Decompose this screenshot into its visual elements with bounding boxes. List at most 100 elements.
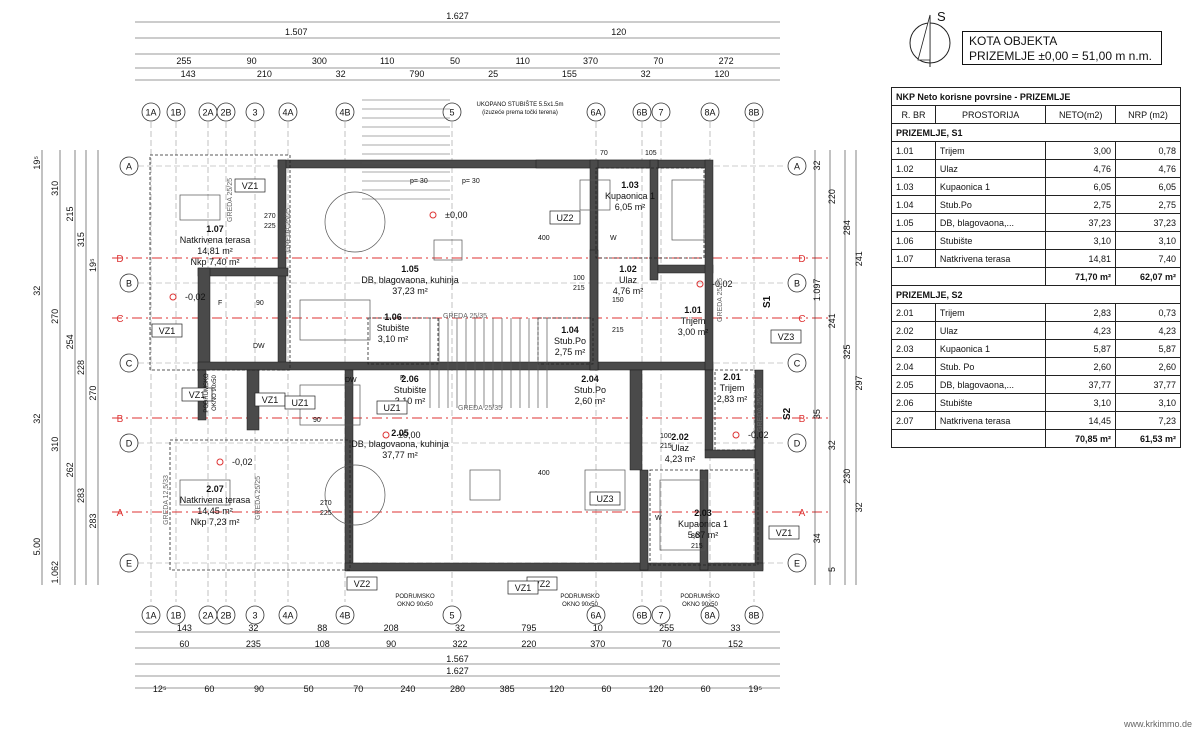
dim-text: 5 xyxy=(827,567,837,572)
table-cell: Stubište xyxy=(934,393,1047,412)
table-cell: Ulaz xyxy=(934,159,1047,178)
table-cell: 2,60 xyxy=(1045,357,1117,376)
small-label: p= 30 xyxy=(462,178,480,185)
dim-text: 32 xyxy=(248,623,258,633)
room-area: 3,00 m² xyxy=(678,327,709,337)
level-label: -0,02 xyxy=(232,457,253,467)
table-cell: Natkrivena terasa xyxy=(934,249,1047,268)
dim-text: 1.627 xyxy=(446,11,469,21)
table-cell: 2,83 xyxy=(1045,303,1117,322)
tag-box xyxy=(768,525,800,540)
dim-text: 315 xyxy=(76,232,86,247)
table-cell: 2,75 xyxy=(1045,195,1117,214)
dim-text: 370 xyxy=(590,639,605,649)
section-letter: D xyxy=(116,254,123,265)
dim-text: 240 xyxy=(400,684,415,694)
grid-bubble xyxy=(335,102,355,122)
level-marker-icon xyxy=(382,431,390,439)
table-cell: 3,10 xyxy=(1045,393,1117,412)
small-label: 215 xyxy=(573,285,585,292)
table-cell: 2.02 xyxy=(891,321,936,340)
table-cell: Trijem xyxy=(934,141,1047,160)
area-table: NKP Neto korisne povrsine - PRIZEMLJE R.… xyxy=(890,87,1181,448)
grid-label: 3 xyxy=(252,108,257,118)
tag-label: UZ1 xyxy=(291,398,308,408)
basement-window-label: PODRUMSKO xyxy=(395,594,435,600)
dim-text: 70 xyxy=(353,684,363,694)
room-name: Kupaonica 1 xyxy=(605,191,655,201)
small-label: W xyxy=(610,235,617,242)
table-cell: 1.06 xyxy=(891,231,936,250)
grid-bubble xyxy=(245,102,265,122)
header-cell: R. BR xyxy=(891,105,936,124)
small-label: 270 xyxy=(264,213,276,220)
table-cell: 4,76 xyxy=(1115,159,1181,178)
room-outline xyxy=(169,439,351,571)
tag-box xyxy=(770,329,802,344)
dim-text: 88 xyxy=(317,623,327,633)
tag-box xyxy=(284,395,316,410)
basement-window-label: OKNO 90x50 xyxy=(397,602,433,608)
dim-text: 60 xyxy=(204,684,214,694)
grid-label: 1A xyxy=(145,108,156,118)
section-row: PRIZEMLJE, S2 xyxy=(891,285,1181,304)
room-outline xyxy=(367,317,439,365)
dining-table xyxy=(324,464,386,526)
room-number: 1.07 xyxy=(206,224,224,234)
section-marker: S1 xyxy=(762,295,773,308)
room-outline xyxy=(714,369,756,451)
level-label: -0,02 xyxy=(748,430,769,440)
table-cell: 2.04 xyxy=(891,357,936,376)
dim-text: 208 xyxy=(384,623,399,633)
small-label: 225 xyxy=(320,510,332,517)
table-cell: 7,23 xyxy=(1115,411,1181,430)
section-name: PRIZEMLJE, S1 xyxy=(891,123,1181,142)
grid-label: D xyxy=(126,439,133,449)
dim-text: 32 xyxy=(854,502,864,512)
grid-bubble xyxy=(651,102,671,122)
dim-text: 60 xyxy=(179,639,189,649)
room-number: 2.07 xyxy=(206,484,224,494)
total-neto: 71,70 m² xyxy=(1045,267,1117,286)
room-area: 6,05 m² xyxy=(615,202,646,212)
dim-text: 60 xyxy=(701,684,711,694)
room-number: 1.05 xyxy=(401,264,419,274)
dim-text: 50 xyxy=(304,684,314,694)
section-letter: B xyxy=(117,414,124,425)
dim-text: 60 xyxy=(601,684,611,694)
grid-label: D xyxy=(794,439,801,449)
small-label: 70 xyxy=(600,150,608,157)
table-cell: 3,10 xyxy=(1045,231,1117,250)
tag-box xyxy=(589,491,621,506)
room-area: 2,83 m² xyxy=(717,394,748,404)
wall xyxy=(629,369,643,471)
dim-text: 120 xyxy=(714,69,729,79)
grid-label: C xyxy=(794,359,801,369)
table-cell: 2.01 xyxy=(891,303,936,322)
grid-label: B xyxy=(794,279,800,289)
header-cell: NRP (m2) xyxy=(1115,105,1181,124)
tag-label: VZ2 xyxy=(534,579,551,589)
dim-text: 270 xyxy=(88,386,98,401)
basement-window-label: PODRUMSKO xyxy=(560,594,600,600)
dim-text: 235 xyxy=(246,639,261,649)
wall xyxy=(197,361,714,371)
grid-label: 8B xyxy=(748,108,759,118)
table-cell: Stubište xyxy=(934,231,1047,250)
table-cell: 1.04 xyxy=(891,195,936,214)
table-cell: 37,77 xyxy=(1045,375,1117,394)
dim-text: 283 xyxy=(76,488,86,503)
room-number: 2.02 xyxy=(671,432,689,442)
room-name: Trijem xyxy=(720,383,745,393)
tag-label: VZ2 xyxy=(354,579,371,589)
elevation-title: KOTA OBJEKTA xyxy=(969,34,1058,48)
grid-label: 6B xyxy=(636,108,647,118)
tag-label: UZ3 xyxy=(596,494,613,504)
small-label: DW xyxy=(345,377,357,384)
annotation: (izuzeće prema točki terena) xyxy=(482,110,558,116)
wall xyxy=(589,249,599,371)
